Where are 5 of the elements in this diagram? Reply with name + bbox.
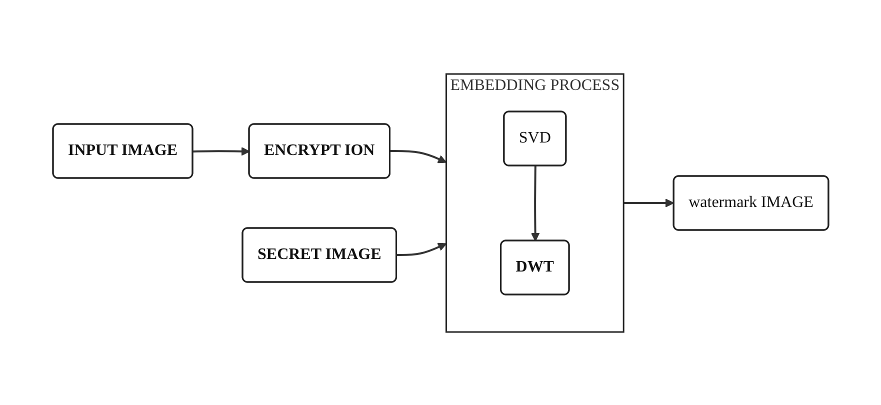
arrow	[396, 242, 446, 256]
arrow	[623, 198, 674, 207]
arrow	[192, 146, 250, 156]
arrow	[390, 150, 446, 163]
arrow	[530, 165, 540, 241]
